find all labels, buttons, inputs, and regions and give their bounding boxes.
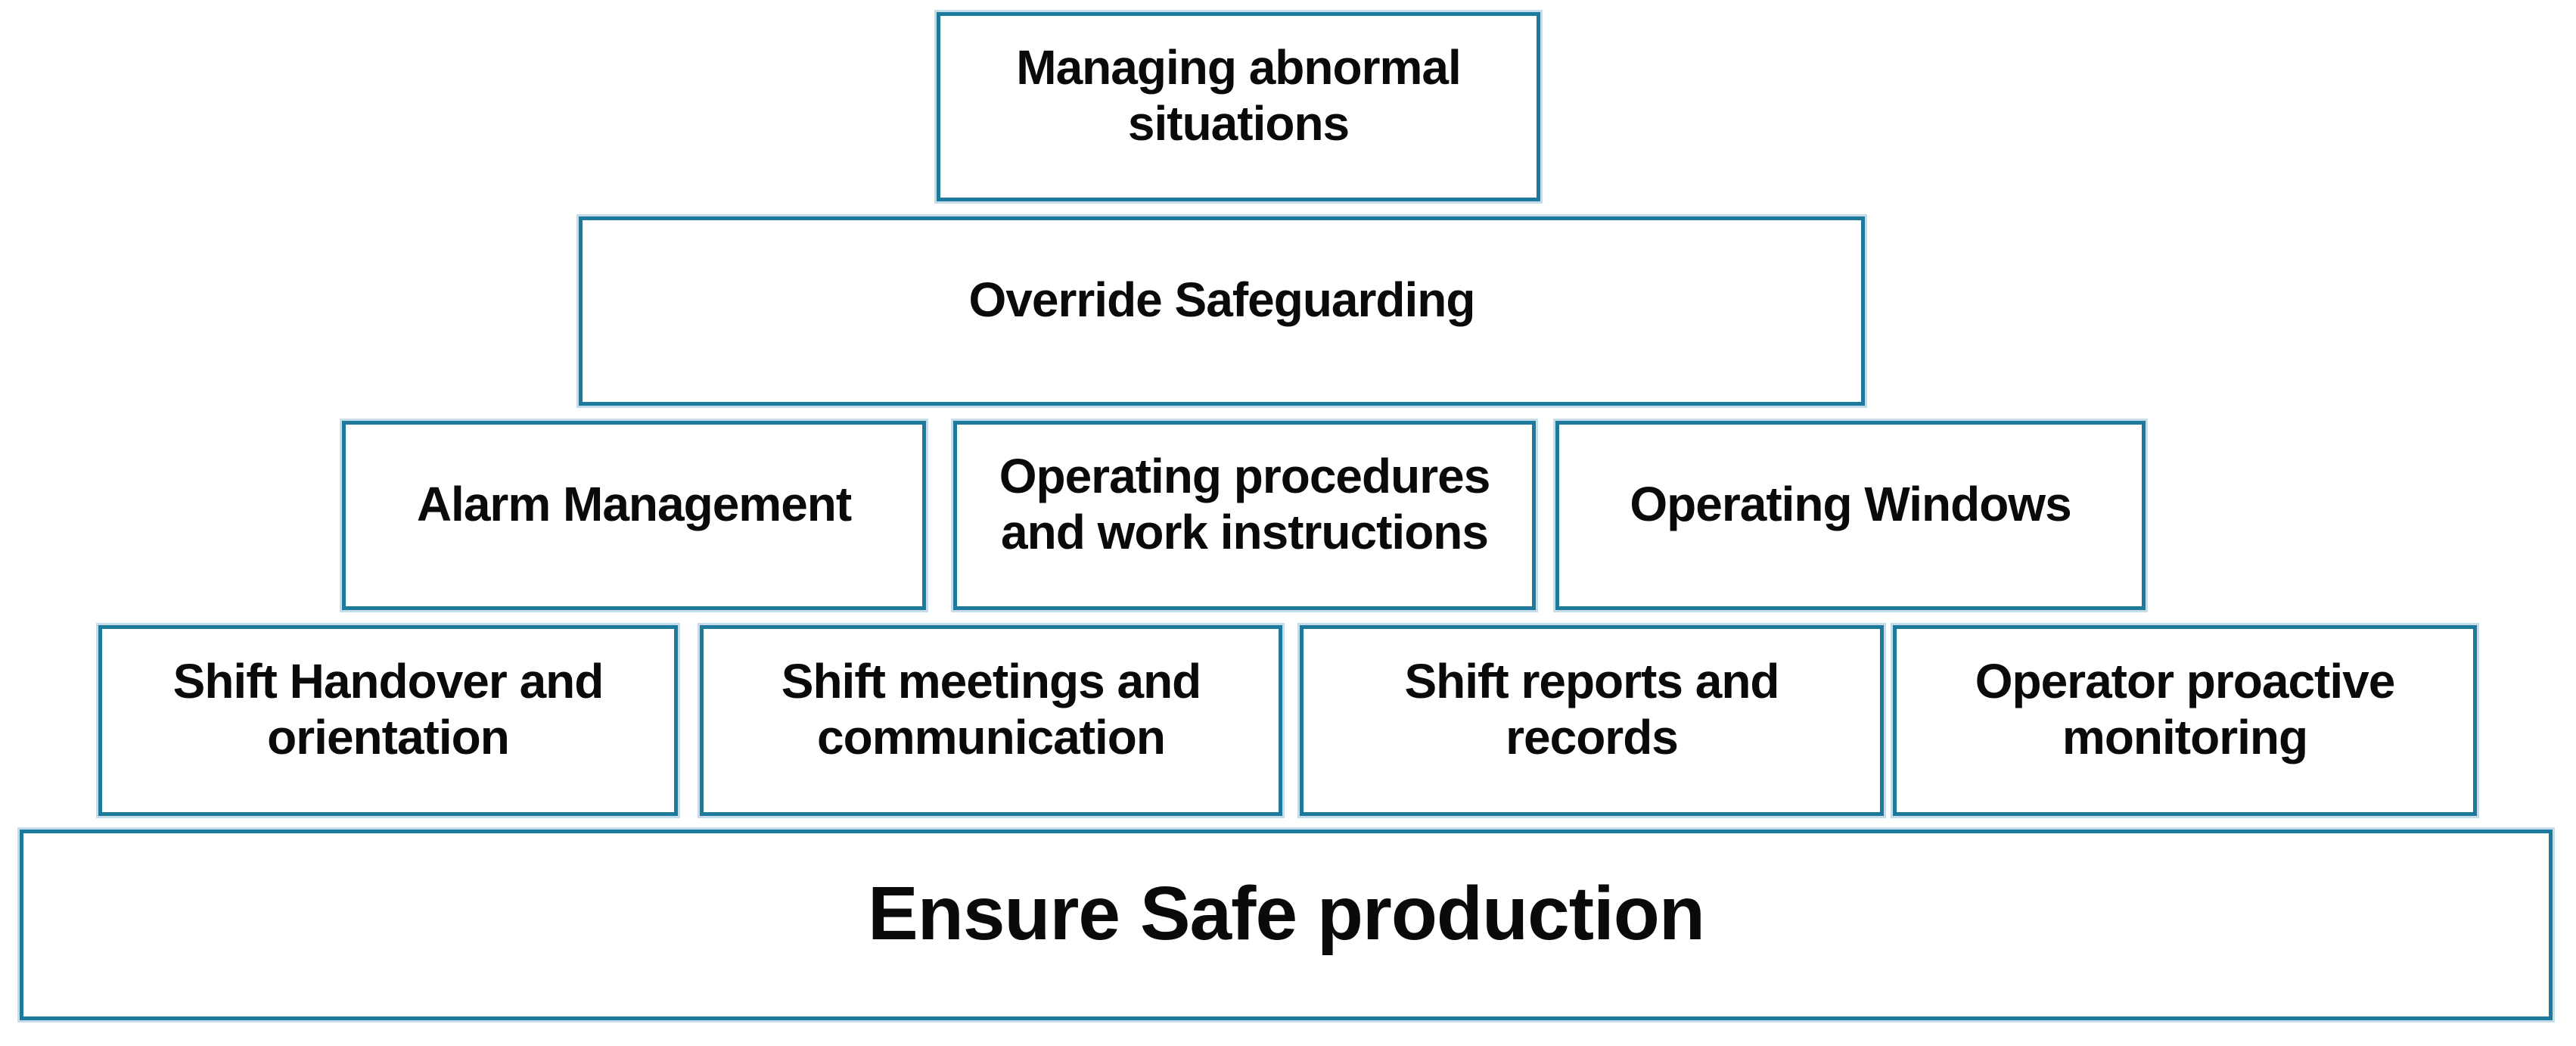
box-label: Shift Handover and orientation <box>172 653 604 764</box>
box-label: Override Safeguarding <box>968 272 1476 327</box>
box-label: Operator proactive monitoring <box>1975 653 2396 764</box>
box-label: Ensure Safe production <box>868 871 1705 956</box>
box-operating-procedures-and-work-instructions: Operating procedures and work instructio… <box>953 421 1536 610</box>
box-ensure-safe-production: Ensure Safe production <box>20 830 2553 1020</box>
box-shift-reports-and-records: Shift reports and records <box>1300 625 1884 816</box>
box-operating-windows: Operating Windows <box>1555 421 2146 610</box>
box-label: Alarm Management <box>416 476 852 531</box>
box-shift-meetings-and-communication: Shift meetings and communication <box>700 625 1282 816</box>
box-shift-handover-and-orientation: Shift Handover and orientation <box>98 625 678 816</box>
box-label: Shift reports and records <box>1404 653 1779 764</box>
box-label: Operating Windows <box>1630 476 2071 531</box>
box-label: Shift meetings and communication <box>781 653 1201 764</box>
box-label: Operating procedures and work instructio… <box>999 448 1491 559</box>
box-operator-proactive-monitoring: Operator proactive monitoring <box>1893 625 2477 816</box>
box-label: Managing abnormal situations <box>1016 39 1461 151</box>
box-override-safeguarding: Override Safeguarding <box>579 216 1865 406</box>
box-managing-abnormal-situations: Managing abnormal situations <box>937 12 1540 201</box>
box-alarm-management: Alarm Management <box>342 421 926 610</box>
